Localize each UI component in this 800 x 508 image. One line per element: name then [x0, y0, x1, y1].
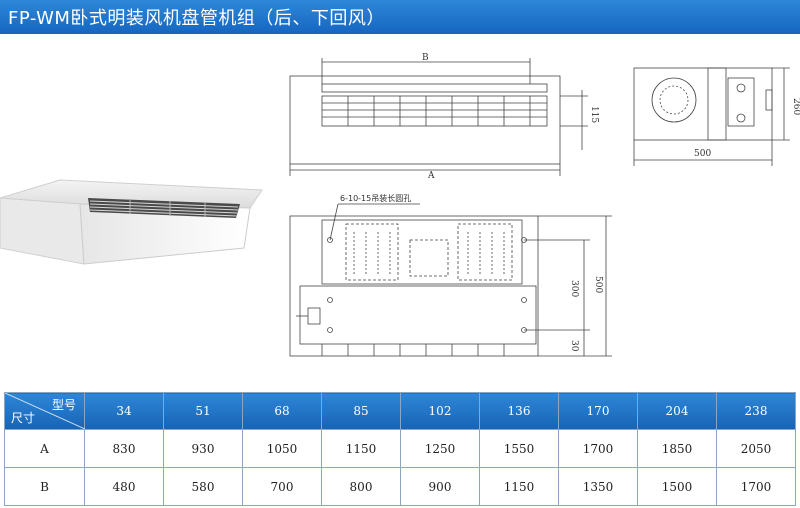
table-cell: 2050 [716, 429, 796, 468]
dim-b-label: B [422, 53, 429, 63]
dim-a-label: A [427, 171, 435, 181]
dim-115-label: 115 [589, 106, 599, 123]
table-cell: 900 [400, 467, 480, 506]
technical-drawings: B A 115 500 260 6-10-15吊装长圆孔 300 500 30 [289, 53, 800, 357]
table-cell: 1550 [479, 429, 559, 468]
dim-500-plan-label: 500 [593, 276, 603, 293]
table-header-row: 型号 尺寸 34 51 68 85 102 136 170 204 238 [4, 392, 796, 430]
page-title: FP-WM卧式明装风机盘管机组（后、下回风） [8, 8, 385, 29]
table-cell: 1250 [400, 429, 480, 468]
table-cell: 700 [242, 467, 322, 506]
hole-note-label: 6-10-15吊装长圆孔 [340, 193, 411, 203]
table-cell: 1050 [242, 429, 322, 468]
table-cell: 800 [321, 467, 401, 506]
front-view [289, 58, 588, 176]
table-cell: 1350 [558, 467, 638, 506]
plan-view [289, 203, 612, 357]
model-header: 85 [321, 392, 401, 430]
table-cell: 1700 [558, 429, 638, 468]
spec-table: 型号 尺寸 34 51 68 85 102 136 170 204 238 A … [4, 392, 796, 506]
model-header: 102 [400, 392, 480, 430]
model-header: 68 [242, 392, 322, 430]
corner-model-label: 型号 [51, 398, 76, 412]
row-label: B [4, 467, 85, 506]
corner-diagonal [5, 393, 85, 429]
title-banner: FP-WM卧式明装风机盘管机组（后、下回风） [0, 0, 800, 34]
dim-500-side-label: 500 [694, 149, 711, 159]
table-row: B 480 580 700 800 900 1150 1350 1500 170… [4, 467, 796, 506]
table-cell: 830 [84, 429, 164, 468]
table-row: A 830 930 1050 1150 1250 1550 1700 1850 … [4, 429, 796, 468]
dim-300-label: 300 [569, 280, 579, 297]
product-photo [0, 179, 263, 265]
model-header: 204 [637, 392, 717, 430]
table-cell: 1150 [479, 467, 559, 506]
table-cell: 480 [84, 467, 164, 506]
model-header: 136 [479, 392, 559, 430]
table-cell: 1500 [637, 467, 717, 506]
model-header: 34 [84, 392, 164, 430]
table-cell: 1850 [637, 429, 717, 468]
side-view [633, 67, 790, 166]
model-header: 51 [163, 392, 243, 430]
corner-size-label: 尺寸 [11, 411, 36, 425]
table-cell: 1700 [716, 467, 796, 506]
table-cell: 1150 [321, 429, 401, 468]
table-cell: 580 [163, 467, 243, 506]
model-header: 238 [716, 392, 796, 430]
dim-30-label: 30 [569, 340, 579, 352]
model-header: 170 [558, 392, 638, 430]
row-label: A [4, 429, 85, 468]
grille-louvers [88, 198, 240, 218]
corner-cell: 型号 尺寸 [4, 392, 85, 430]
table-cell: 930 [163, 429, 243, 468]
dim-260-label: 260 [791, 98, 800, 115]
